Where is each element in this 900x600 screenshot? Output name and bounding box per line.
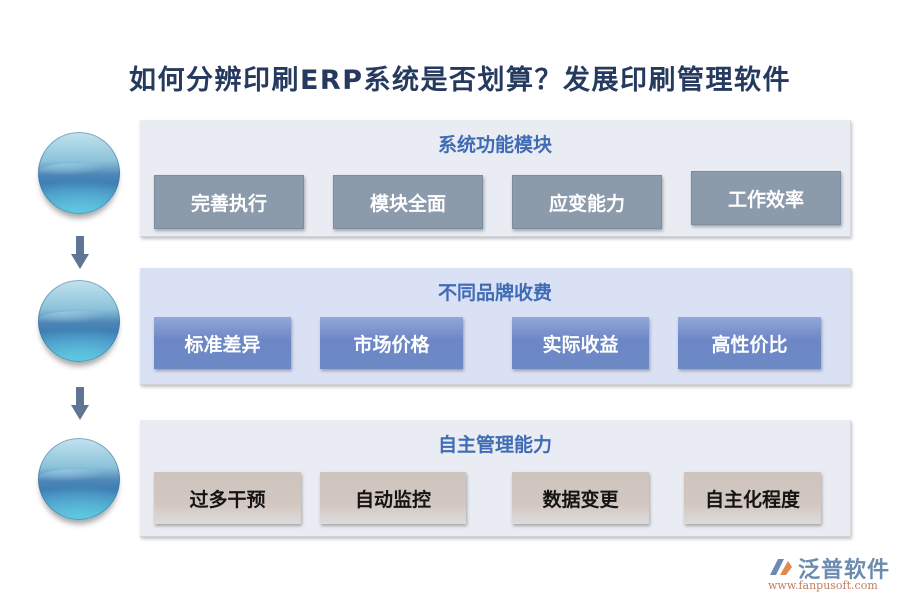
item-box: 工作效率 [691, 171, 841, 225]
page-title: 如何分辨印刷ERP系统是否划算？发展印刷管理软件 [128, 65, 792, 96]
section-system-modules: 系统功能模块 完善执行 模块全面 应变能力 工作效率 [140, 120, 851, 237]
item-box: 模块全面 [333, 175, 483, 229]
section-self-management: 自主管理能力 过多干预 自动监控 数据变更 自主化程度 [140, 420, 851, 537]
item-box: 完善执行 [154, 175, 304, 229]
down-arrow-icon [71, 236, 89, 270]
fanpu-logo-icon [770, 559, 792, 575]
logo-url: www.fanpusoft.com [768, 579, 878, 592]
section-title: 系统功能模块 [437, 134, 552, 156]
item-box: 实际收益 [512, 317, 649, 369]
section-title: 自主管理能力 [437, 434, 552, 456]
item-box: 市场价格 [320, 317, 463, 369]
logo-name: 泛普软件 [798, 558, 891, 583]
item-box: 过多干预 [154, 472, 301, 524]
item-box: 数据变更 [512, 472, 649, 524]
fanpu-logo: 泛普软件 www.fanpusoft.com [768, 552, 893, 594]
down-arrow-icon [71, 387, 89, 421]
step-2-sphere-icon [38, 280, 120, 362]
item-box: 自主化程度 [684, 472, 821, 524]
item-box: 高性价比 [678, 317, 821, 369]
section-brand-pricing: 不同品牌收费 标准差异 市场价格 实际收益 高性价比 [140, 268, 851, 385]
section-title: 不同品牌收费 [437, 282, 552, 304]
step-3-sphere-icon [38, 438, 120, 520]
step-1-sphere-icon [38, 132, 120, 214]
item-box: 标准差异 [154, 317, 291, 369]
item-box: 自动监控 [320, 472, 466, 524]
item-box: 应变能力 [512, 175, 662, 229]
